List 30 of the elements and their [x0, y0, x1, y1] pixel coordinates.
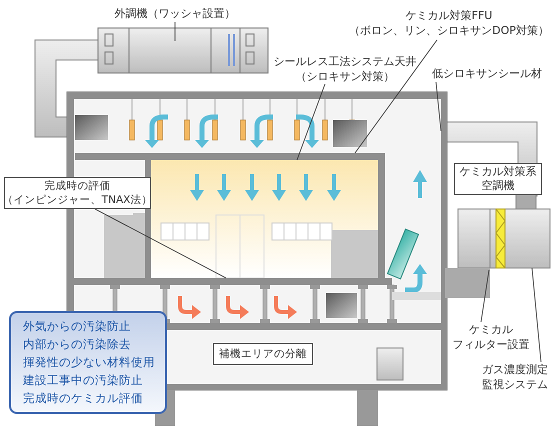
summary-panel [9, 311, 167, 414]
leader-line [354, 40, 438, 154]
callout-label: ケミカル対策FFU [406, 8, 492, 23]
leader-line [480, 270, 490, 322]
summary-item: 完成時のケミカル評価 [23, 391, 144, 406]
summary-item: 内部からの汚染除去 [23, 337, 132, 352]
box-text: 補機エリアの分離 [219, 347, 307, 361]
label-box [213, 343, 313, 365]
box-text: 完成時の評価 [44, 179, 110, 193]
callout-label: （ボロン、リン、シロキサンDOP対策） [349, 23, 549, 38]
leader-line [436, 82, 442, 132]
callout-label: ガス濃度測定 [482, 362, 548, 377]
callout-label: 低シロキサンシール材 [428, 66, 546, 82]
leader-line [532, 268, 542, 362]
box-text: ケミカル対策系空調機 [459, 165, 537, 193]
callout-label: シールレス工法システム天井 [274, 54, 416, 69]
label-box [454, 163, 542, 195]
leader-line [174, 22, 176, 42]
leader-line [296, 84, 326, 160]
callout-label: （シロキサン対策） [296, 69, 394, 84]
summary-item: 建設工事中の汚染防止 [23, 373, 144, 388]
label-box [4, 177, 151, 209]
callout-label: 外調機（ワッシャ設置） [105, 6, 245, 22]
leader-line [94, 208, 226, 278]
callout-label: ケミカル [469, 322, 513, 337]
summary-item: 外気からの汚染防止 [23, 319, 132, 334]
callout-label: 監視システム [482, 377, 548, 392]
summary-item: 揮発性の少ない材料使用 [23, 355, 153, 370]
callout-label: フィルター設置 [452, 337, 530, 352]
box-text: （インピンジャー、TNAX法） [2, 193, 152, 207]
